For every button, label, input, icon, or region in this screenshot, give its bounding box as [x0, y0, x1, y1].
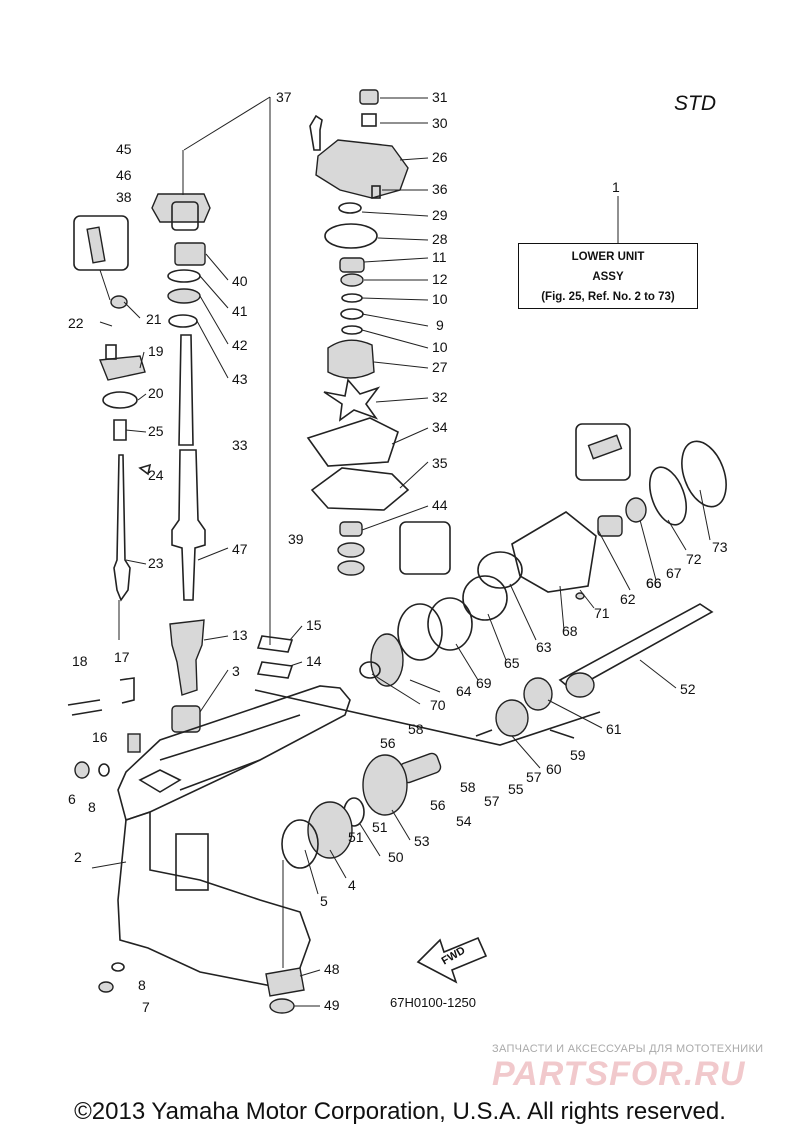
- callout-72: 72: [686, 551, 702, 567]
- shift-rod-assembly: [73, 215, 152, 640]
- callout-7: 7: [142, 999, 150, 1015]
- callout-54: 54: [456, 813, 472, 829]
- callout-35: 35: [432, 455, 448, 471]
- callout-17: 17: [114, 649, 130, 665]
- callout-45: 45: [116, 141, 132, 157]
- callout-13: 13: [232, 627, 248, 643]
- callout-36: 36: [432, 181, 448, 197]
- callout-22: 22: [68, 315, 84, 331]
- leader-lines: [91, 97, 711, 1007]
- callout-43: 43: [232, 371, 248, 387]
- callout-box-line2: ASSY: [592, 271, 624, 283]
- callout-33: 33: [232, 437, 248, 453]
- callout-55: 55: [508, 781, 524, 797]
- callout-16: 16: [92, 729, 108, 745]
- callout-62: 62: [620, 591, 636, 607]
- callout-19: 19: [148, 343, 164, 359]
- callout-51b: 51: [348, 829, 364, 845]
- variant-label: STD: [674, 92, 716, 115]
- callout-41: 41: [232, 303, 248, 319]
- callout-71: 71: [594, 605, 610, 621]
- callout-labels: 2 3 4 5 6 7 8 8 9 10 10 11 12 13 14 15 1…: [68, 89, 728, 1015]
- callout-57b: 57: [484, 793, 500, 809]
- lower-casing: [117, 685, 351, 991]
- callout-32: 32: [432, 389, 448, 405]
- fwd-arrow-icon: [416, 936, 488, 984]
- callout-4: 4: [348, 877, 356, 893]
- callout-65: 65: [504, 655, 520, 671]
- callout-9: 9: [436, 317, 444, 333]
- pinion-gear-assembly: [265, 860, 305, 1014]
- callout-67: 67: [666, 565, 682, 581]
- water-pump-assembly: [306, 89, 451, 576]
- callout-58b: 58: [460, 779, 476, 795]
- callout-70: 70: [430, 697, 446, 713]
- callout-25: 25: [148, 423, 164, 439]
- callout-47: 47: [232, 541, 248, 557]
- callout-20: 20: [148, 385, 164, 401]
- callout-56b: 56: [430, 797, 446, 813]
- callout-5: 5: [320, 893, 328, 909]
- callout-1: 1: [612, 179, 620, 195]
- callout-2: 2: [74, 849, 82, 865]
- diagram-code: 67H0100-1250: [390, 995, 477, 1010]
- callout-57a: 57: [526, 769, 542, 785]
- callout-40: 40: [232, 273, 248, 289]
- callout-44: 44: [432, 497, 448, 513]
- callout-31: 31: [432, 89, 448, 105]
- callout-8a: 8: [88, 799, 96, 815]
- left-small-parts: [67, 677, 141, 993]
- callout-6: 6: [68, 791, 76, 807]
- callout-27: 27: [432, 359, 448, 375]
- callout-64: 64: [456, 683, 472, 699]
- callout-58a: 58: [408, 721, 424, 737]
- callout-59: 59: [570, 747, 586, 763]
- callout-39: 39: [288, 531, 304, 547]
- callout-73: 73: [712, 539, 728, 555]
- callout-29: 29: [432, 207, 448, 223]
- callout-34: 34: [432, 419, 448, 435]
- callout-60: 60: [546, 761, 562, 777]
- callout-8b: 8: [138, 977, 146, 993]
- callout-68: 68: [562, 623, 578, 639]
- callout-26: 26: [432, 149, 448, 165]
- callout-63: 63: [536, 639, 552, 655]
- callout-42: 42: [232, 337, 248, 353]
- watermark-site: PARTSFOR.RU: [492, 1055, 746, 1093]
- lower-unit-callout-box: LOWER UNIT ASSY (Fig. 25, Ref. No. 2 to …: [518, 243, 698, 309]
- callout-37: 37: [276, 89, 292, 105]
- callout-21: 21: [146, 311, 162, 327]
- callout-53: 53: [414, 833, 430, 849]
- callout-box-line1: LOWER UNIT: [571, 251, 645, 263]
- callout-30: 30: [432, 115, 448, 131]
- callout-18: 18: [72, 653, 88, 669]
- callout-66a: 66: [646, 575, 662, 591]
- callout-52: 52: [680, 681, 696, 697]
- callout-38: 38: [116, 189, 132, 205]
- callout-46: 46: [116, 167, 132, 183]
- callout-48: 48: [324, 961, 340, 977]
- callout-51a: 51: [372, 819, 388, 835]
- callout-61: 61: [606, 721, 622, 737]
- callout-12: 12: [432, 271, 448, 287]
- callout-14: 14: [306, 653, 322, 669]
- callout-10b: 10: [432, 339, 448, 355]
- callout-11: 11: [432, 249, 447, 265]
- callout-50: 50: [388, 849, 404, 865]
- callout-box-line3: (Fig. 25, Ref. No. 2 to 73): [541, 291, 675, 303]
- callout-69: 69: [476, 675, 492, 691]
- callout-56a: 56: [380, 735, 396, 751]
- callout-66b: 66: [646, 575, 662, 591]
- callout-23: 23: [148, 555, 164, 571]
- callout-15: 15: [306, 617, 322, 633]
- watermark-caption: ЗАПЧАСТИ И АКСЕССУАРЫ ДЛЯ МОТОТЕХНИКИ: [492, 1043, 764, 1055]
- copyright-notice: ©2013 Yamaha Motor Corporation, U.S.A. A…: [74, 1098, 726, 1125]
- callout-24: 24: [148, 467, 164, 483]
- callout-3: 3: [232, 663, 240, 679]
- propeller-shaft-assembly: [254, 423, 727, 869]
- callout-28: 28: [432, 231, 448, 247]
- callout-10a: 10: [432, 291, 448, 307]
- callout-49: 49: [324, 997, 340, 1013]
